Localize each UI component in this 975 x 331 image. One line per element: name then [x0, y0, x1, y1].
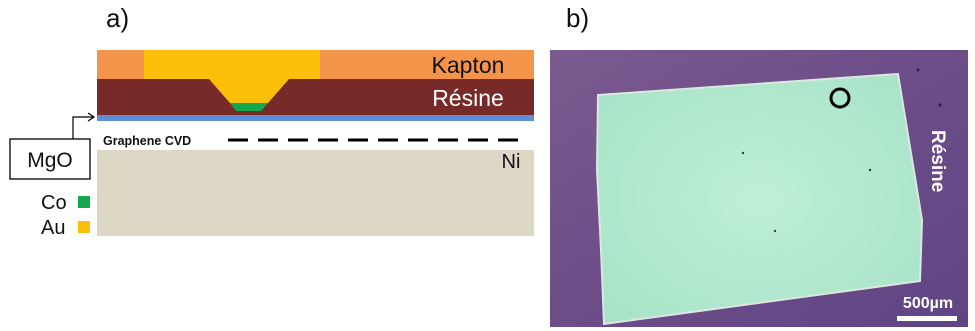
au-legend-swatch — [78, 221, 90, 233]
speck — [938, 103, 942, 107]
au-legend-label: Au — [41, 217, 65, 239]
graphene-label: Graphene CVD — [103, 134, 191, 148]
gold-contact — [144, 50, 320, 103]
measurement-marker — [829, 87, 851, 109]
scale-bar-label: 500µm — [903, 295, 953, 312]
speck — [868, 168, 872, 172]
resine-label: Résine — [432, 85, 504, 111]
mgo-layer — [97, 115, 534, 121]
speck — [773, 229, 777, 233]
mgo-legend-label: MgO — [27, 149, 73, 172]
layer-stack-diagram: Kapton Résine Ni Graphene CVD MgO Co Au — [9, 50, 534, 239]
nickel-label: Ni — [502, 151, 521, 173]
mgo-arrow-head — [87, 112, 96, 122]
cobalt-contact — [230, 103, 268, 111]
sample-flake — [595, 72, 924, 326]
kapton-label: Kapton — [432, 52, 505, 78]
kapton-layer-right — [320, 50, 534, 79]
kapton-layer-left — [97, 50, 144, 79]
scale-bar — [897, 316, 957, 321]
micrograph-resine-label: Résine — [927, 130, 948, 192]
optical-micrograph: Résine 500µm — [550, 50, 968, 327]
panel-a-label: a) — [106, 3, 130, 33]
speck — [741, 151, 745, 155]
panel-b-label: b) — [566, 3, 590, 33]
resine-layer — [97, 79, 534, 115]
mgo-legend-box — [9, 138, 91, 180]
speck — [916, 68, 920, 72]
co-legend-label: Co — [41, 192, 67, 214]
mgo-arrow-icon — [72, 116, 93, 139]
co-legend-swatch — [78, 196, 90, 208]
nickel-layer — [97, 150, 534, 236]
